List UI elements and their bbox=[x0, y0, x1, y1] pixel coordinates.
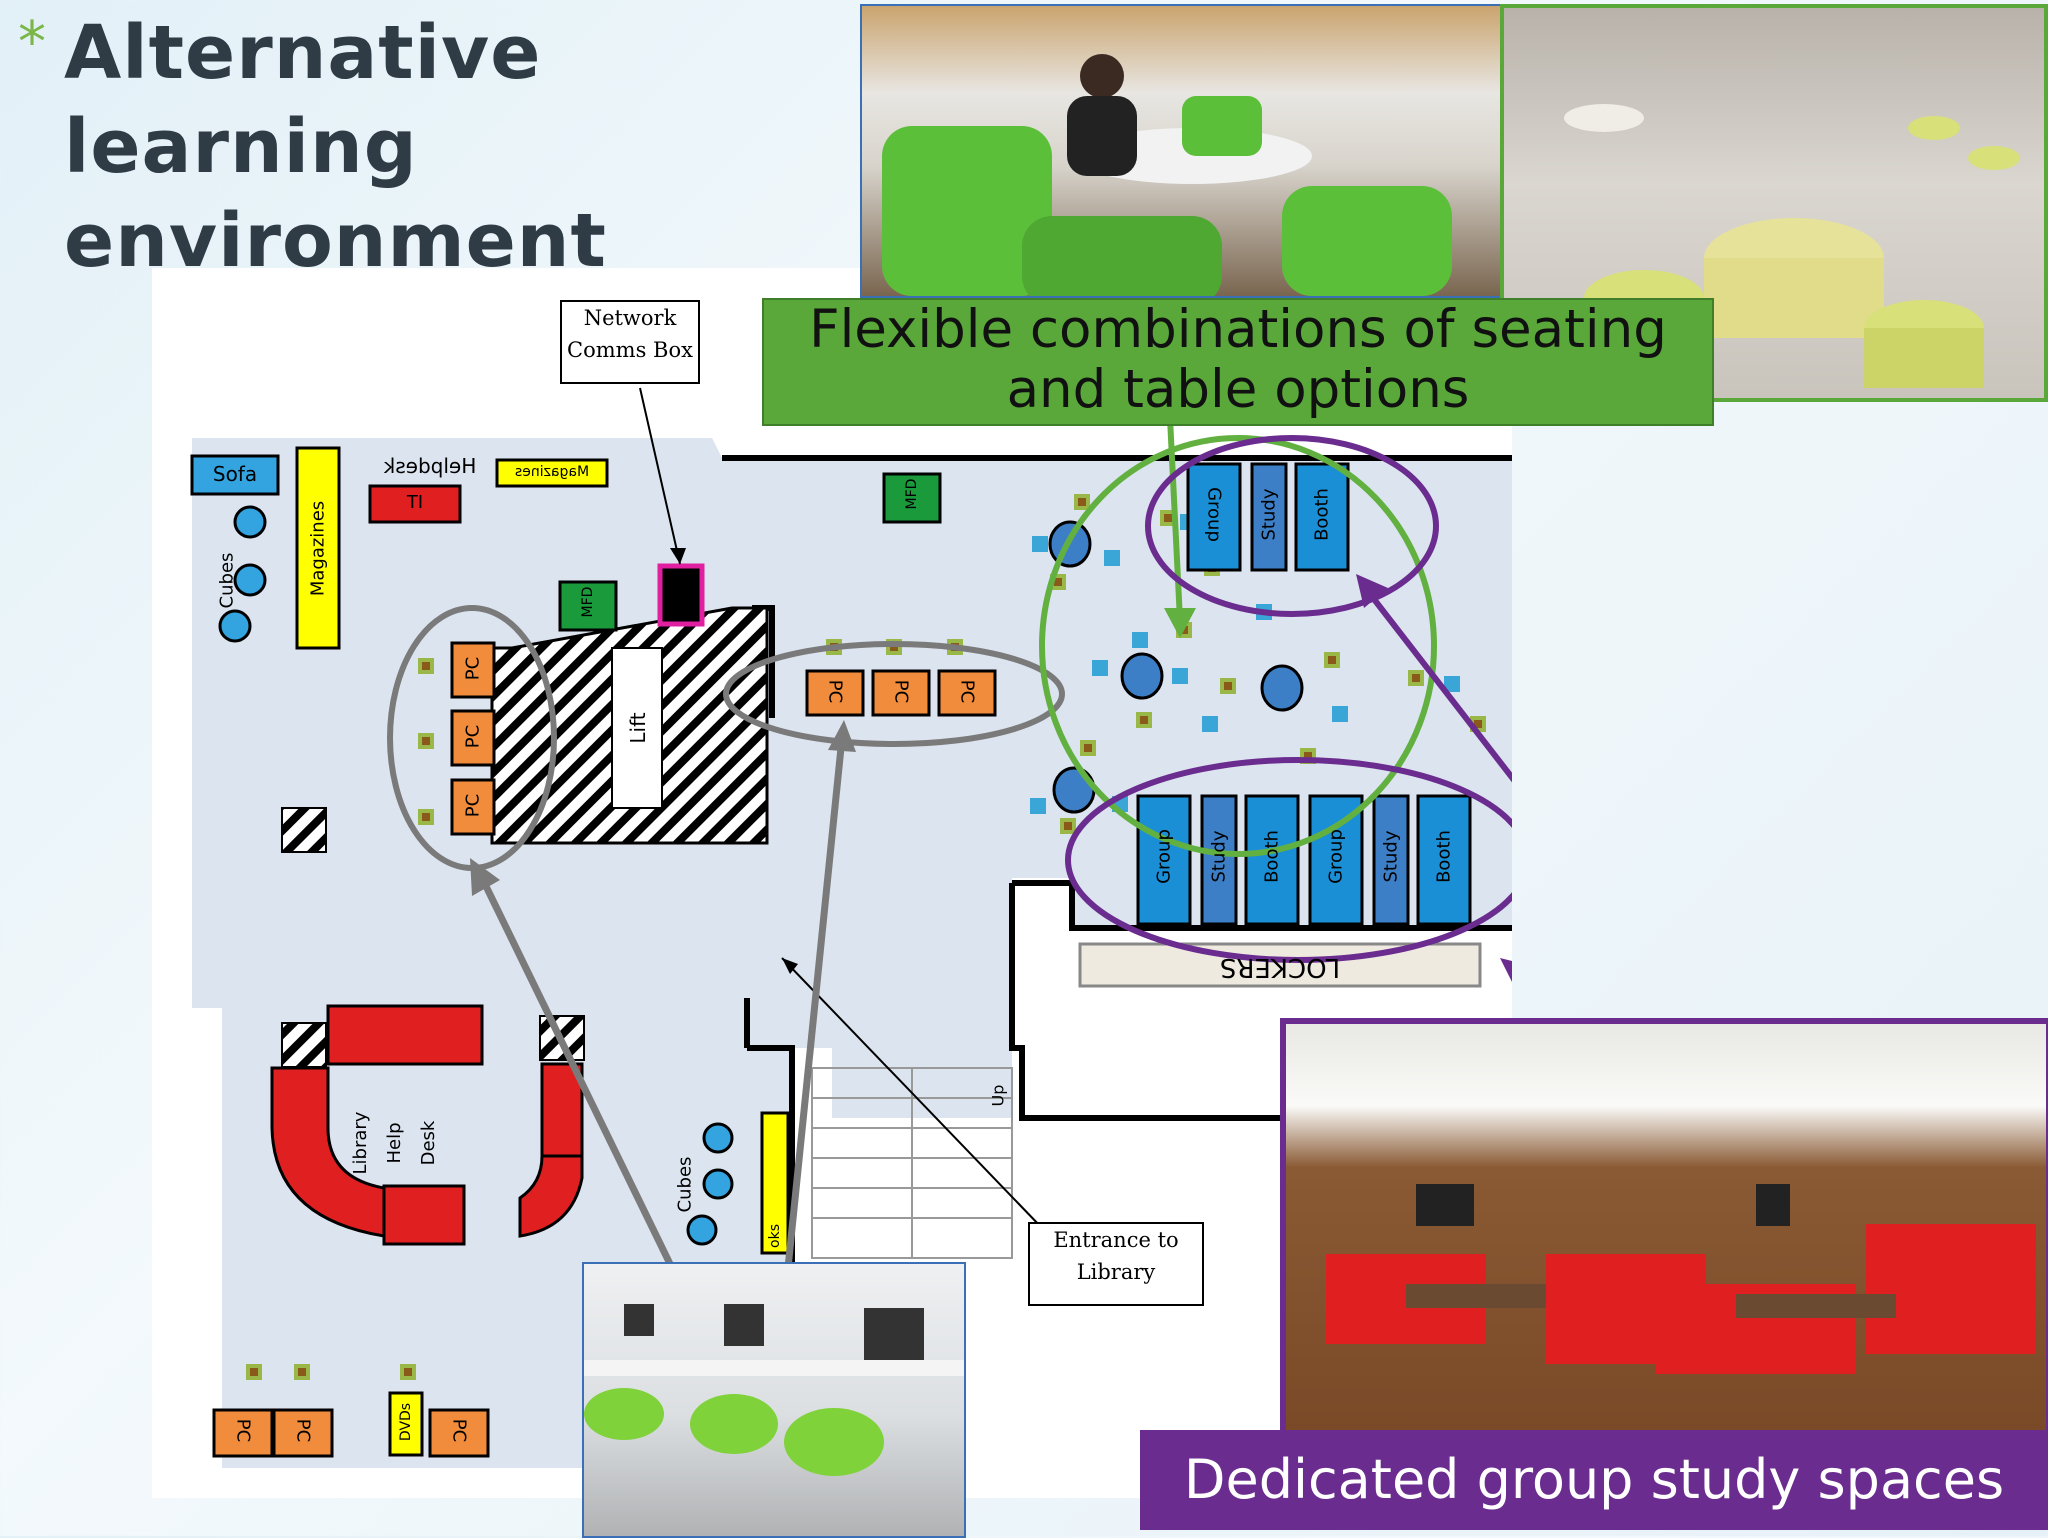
booth-label-study: Study bbox=[1208, 830, 1230, 883]
pc-label: PC bbox=[462, 724, 484, 749]
books-label: oks bbox=[767, 1224, 783, 1248]
pc-label: PC bbox=[462, 793, 484, 818]
books-shelf bbox=[760, 1111, 790, 1255]
booths-bottom bbox=[1136, 794, 1472, 926]
entrance-label: Entrance to Library bbox=[1028, 1222, 1204, 1306]
up-label: Up bbox=[988, 1084, 1008, 1107]
pc-label: PC bbox=[890, 679, 912, 704]
floor-plan: Network Comms Box Entrance to Library So… bbox=[152, 268, 1512, 1498]
photo-lounge-green-chairs bbox=[860, 4, 1508, 298]
flexible-callout-line1: Flexible combinations of seating bbox=[809, 299, 1667, 360]
pc-label: PC bbox=[448, 1418, 470, 1443]
pc-label: PC bbox=[824, 679, 846, 704]
entrance-line1: Entrance to bbox=[1053, 1228, 1179, 1252]
cube bbox=[218, 609, 252, 643]
it-desk bbox=[368, 484, 462, 524]
computer-scene bbox=[584, 1304, 964, 1476]
pc-highlight-top bbox=[723, 641, 1065, 747]
photo-study-booths bbox=[1280, 1018, 2048, 1440]
entrance-line2: Library bbox=[1076, 1260, 1156, 1284]
helpdesk-mirrored-label: Helpdesk bbox=[383, 454, 477, 478]
lockers-label: LOCKERS bbox=[1219, 952, 1341, 982]
title-bullet: * bbox=[18, 10, 46, 75]
help-desk-line1: Library bbox=[350, 1111, 371, 1175]
floor-plan-drawing bbox=[190, 387, 1512, 1468]
cubes-label: Cubes bbox=[216, 552, 238, 609]
sofa bbox=[190, 454, 280, 496]
help-desk-label: Library Help Desk bbox=[344, 1078, 446, 1208]
dvds-shelf bbox=[388, 1391, 424, 1457]
pc-label: PC bbox=[956, 679, 978, 704]
help-desk-line2: Help bbox=[384, 1122, 405, 1164]
booth-highlight-bottom bbox=[1065, 757, 1512, 963]
network-box-line2: Comms Box bbox=[567, 338, 693, 362]
stairs bbox=[811, 1067, 1013, 1259]
network-comms-box-label: Network Comms Box bbox=[560, 300, 700, 384]
flexible-callout-line2: and table options bbox=[1006, 359, 1470, 420]
network-comms-box bbox=[657, 563, 705, 627]
stools bbox=[1030, 514, 1460, 814]
network-box-line1: Network bbox=[583, 306, 677, 330]
mfd-label-1: MFD bbox=[580, 586, 596, 618]
cube bbox=[233, 563, 267, 597]
lift-box bbox=[611, 647, 663, 809]
cubes-label-lower: Cubes bbox=[674, 1156, 696, 1213]
magazines-shelf-top bbox=[495, 458, 609, 488]
magazines-shelf bbox=[295, 446, 341, 650]
pc-label: PC bbox=[232, 1418, 254, 1443]
lounge-scene bbox=[882, 54, 1452, 296]
hatch-square-2 bbox=[281, 1022, 327, 1068]
booth-label-study: Study bbox=[1258, 488, 1280, 541]
flexible-seating-highlight bbox=[1039, 435, 1437, 857]
booth-label-booth: Booth bbox=[1433, 830, 1455, 883]
booth-highlight-top bbox=[1145, 435, 1439, 617]
magazines-label: Magazines bbox=[307, 500, 329, 597]
wall-lower bbox=[1009, 883, 1292, 1121]
photo-computer-desks bbox=[582, 1262, 966, 1538]
help-desk-line3: Desk bbox=[418, 1120, 439, 1166]
group-study-callout: Dedicated group study spaces bbox=[1140, 1430, 2048, 1530]
pc-label: PC bbox=[292, 1418, 314, 1443]
sofa-label: Sofa bbox=[212, 462, 258, 486]
pc-label: PC bbox=[462, 656, 484, 681]
lockers bbox=[1078, 942, 1482, 988]
lift-label: Lift bbox=[626, 712, 650, 744]
cube bbox=[233, 505, 267, 539]
dvds-label: DVDs bbox=[398, 1402, 414, 1442]
mfd-1 bbox=[558, 580, 618, 632]
mfd-label-2: MFD bbox=[904, 478, 920, 510]
booth-label-study: Study bbox=[1380, 830, 1402, 883]
pc-row-top bbox=[805, 669, 997, 717]
booth-label-booth: Booth bbox=[1261, 830, 1283, 883]
mfd-2 bbox=[882, 472, 942, 524]
booth-label-group: Group bbox=[1325, 829, 1347, 884]
booth-label-booth: Booth bbox=[1311, 488, 1333, 541]
slide-title: Alternative learning environment bbox=[64, 6, 864, 288]
library-help-desk bbox=[270, 1004, 584, 1246]
pc-column-left bbox=[450, 641, 496, 836]
booth-label-group: Group bbox=[1153, 829, 1175, 884]
booth-label-group: Group bbox=[1203, 487, 1225, 542]
booths-top bbox=[1186, 462, 1350, 572]
magazines-top-label: Magazines bbox=[514, 464, 590, 480]
title-line-1: Alternative learning bbox=[64, 10, 542, 190]
it-label: IT bbox=[406, 492, 424, 513]
hatch-square-1 bbox=[281, 807, 327, 853]
entrance-arrow bbox=[781, 957, 1043, 1229]
flexible-seating-callout: Flexible combinations of seating and tab… bbox=[762, 298, 1714, 426]
booths-scene bbox=[1326, 1184, 2036, 1374]
pc-row-bottom bbox=[212, 1408, 490, 1458]
